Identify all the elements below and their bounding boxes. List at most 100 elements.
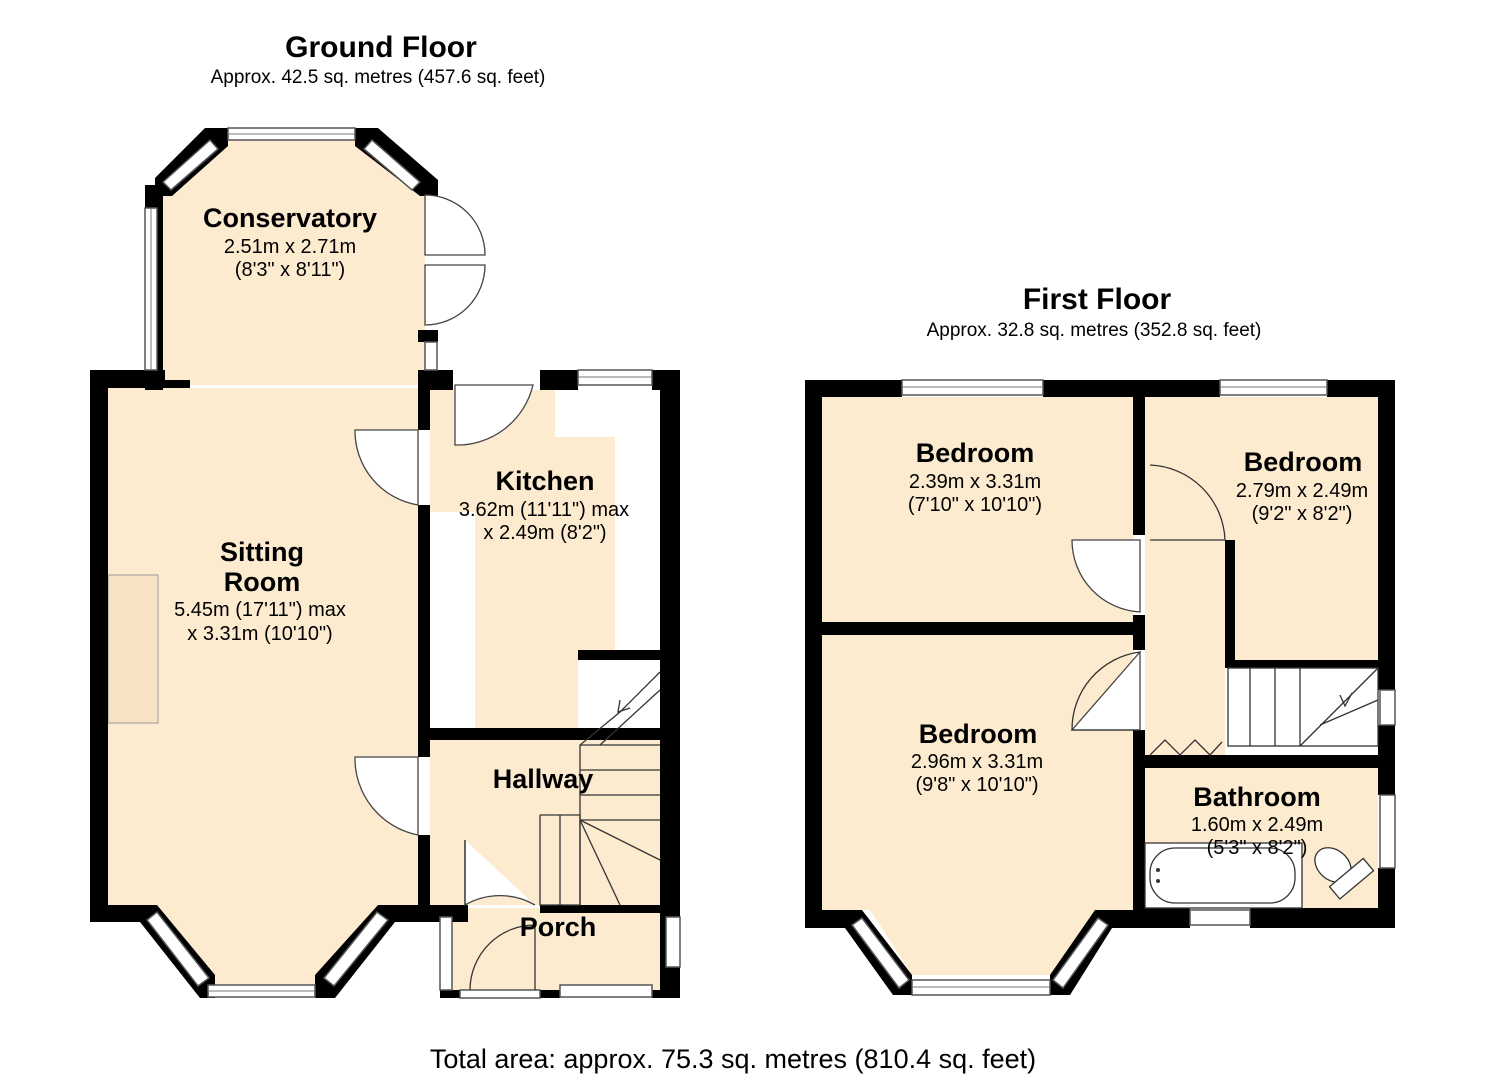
ground-floor-stairs — [539, 671, 661, 906]
bathroom-side-window — [1379, 794, 1396, 869]
first-floor-title: First Floor — [1023, 283, 1172, 316]
bedroom-1-door — [1071, 539, 1141, 613]
bedroom-2-floor — [1145, 397, 1378, 660]
sitting-room-dim-line1: 5.45m (17'11") max — [174, 599, 346, 621]
kitchen-back-door — [454, 384, 534, 446]
conservatory-dim-metric: 2.51m x 2.71m — [224, 236, 356, 258]
bathroom-dim-imperial: (5'3" x 8'2") — [1207, 837, 1308, 859]
first-floor-plan — [805, 379, 1396, 996]
conservatory-floor — [163, 138, 425, 385]
bedroom-3-dim-imperial: (9'8" x 10'10") — [915, 774, 1038, 796]
ground-floor-plan — [90, 127, 681, 999]
first-floor-stairs — [1227, 667, 1379, 747]
sitting-room-dim-line2: x 3.31m (10'10") — [187, 623, 332, 645]
ground-floor-area: Approx. 42.5 sq. metres (457.6 sq. feet) — [211, 67, 546, 88]
bedroom-3-door — [1071, 651, 1141, 731]
sitting-hall-door — [354, 756, 419, 836]
total-area: Total area: approx. 75.3 sq. metres (810… — [430, 1044, 1036, 1074]
kitchen-dim-line2: x 2.49m (8'2") — [483, 522, 606, 544]
wall-stub — [165, 380, 190, 388]
porch-right-window — [665, 916, 681, 968]
porch-front-window — [559, 984, 653, 998]
ff-partition-c — [1133, 730, 1145, 928]
chimney-breast — [107, 574, 159, 724]
first-floor-area: Approx. 32.8 sq. metres (352.8 sq. feet) — [927, 320, 1262, 341]
bedroom-1-dim-metric: 2.39m x 3.31m — [909, 471, 1041, 493]
porch-right-bottom — [652, 990, 680, 998]
kitchen-top-wall-mid — [540, 370, 578, 390]
partition-a — [418, 385, 430, 430]
ff-bathroom-top-wall — [1145, 755, 1380, 768]
kitchen-floor — [430, 390, 615, 728]
conservatory-small-window — [424, 341, 438, 371]
hallway-label: Hallway — [493, 764, 594, 794]
bedroom-1-floor — [822, 397, 1133, 622]
conservatory-label: Conservatory — [203, 203, 377, 233]
bedroom-3-label: Bedroom — [919, 719, 1038, 749]
conservatory-left-angled-window — [161, 138, 220, 192]
sitting-room-label-line1: Sitting — [220, 537, 304, 567]
porch-label: Porch — [520, 912, 597, 942]
bathroom-label: Bathroom — [1193, 782, 1321, 812]
kitchen-label: Kitchen — [495, 466, 594, 496]
kitchen-right-wall — [660, 370, 680, 998]
kitchen-recess — [430, 512, 475, 728]
ff-bottom-wall-a — [1133, 908, 1190, 928]
bath-inner — [1149, 847, 1296, 904]
bedroom-1-dim-imperial: (7'10" x 10'10") — [908, 494, 1042, 516]
ff-mid-wall — [822, 622, 1140, 635]
porch-mid-bottom — [540, 990, 560, 998]
sitting-bay-left-window — [145, 910, 211, 988]
porch-left-bottom — [440, 990, 460, 998]
sitting-room-label-line2: Room — [224, 567, 301, 597]
ground-floor-title: Ground Floor — [285, 31, 477, 64]
french-door-upper — [424, 194, 486, 256]
sitting-room-left-wall — [90, 370, 108, 922]
ff-bed2-bottom-wall — [1225, 660, 1380, 668]
porch-left-top — [440, 905, 460, 917]
partition-c — [418, 835, 430, 910]
ff-left-wall — [805, 380, 822, 928]
sitting-room-floor — [108, 388, 418, 988]
bathroom-front-window — [1189, 909, 1251, 926]
french-door-lower — [424, 264, 486, 326]
partition-b — [418, 505, 430, 757]
ff-bottom-wall-b — [1250, 908, 1395, 928]
ff-right-wall-a — [1378, 380, 1395, 690]
bedroom-3-dim-metric: 2.96m x 3.31m — [911, 751, 1043, 773]
bedroom-2-label: Bedroom — [1244, 447, 1363, 477]
toilet — [1314, 847, 1375, 900]
ff-right-wall-b — [1378, 725, 1395, 795]
bedroom-1-label: Bedroom — [916, 438, 1035, 468]
bathroom-dim-metric: 1.60m x 2.49m — [1191, 814, 1323, 836]
kitchen-cupboard — [556, 392, 660, 437]
sitting-bay-right-window — [322, 910, 390, 988]
bedroom-3-bay-left-window — [850, 916, 911, 990]
kitchen-bottom-wall — [430, 728, 660, 740]
bedroom-3-bay-right-window — [1051, 916, 1110, 990]
ff-bed2-left-wall — [1225, 540, 1235, 665]
porch-top-wall — [540, 905, 660, 913]
ff-top-wall-b — [1043, 380, 1220, 397]
kitchen-worktop-wall — [578, 650, 660, 660]
ff-top-wall-a — [805, 380, 902, 397]
front-door — [469, 924, 536, 991]
landing-floor — [1145, 465, 1225, 755]
porch-floor — [452, 908, 660, 993]
ff-partition-a — [1133, 397, 1145, 535]
conservatory-dim-imperial: (8'3" x 8'11") — [235, 259, 345, 281]
porch-left-window — [439, 916, 453, 991]
porch-inner-door — [464, 840, 536, 907]
cupboard-bifold — [1149, 739, 1223, 756]
bedroom-2-dim-imperial: (9'2" x 8'2") — [1252, 503, 1353, 525]
conservatory-right-angled-window — [362, 138, 422, 192]
landing-window — [1379, 689, 1396, 726]
sitting-kitchen-door — [354, 429, 419, 506]
bedroom-2-door — [1149, 464, 1226, 541]
kitchen-unit — [615, 437, 660, 650]
bedroom-3-floor — [822, 635, 1133, 975]
conservatory-right-wall — [418, 330, 438, 342]
kitchen-dim-line1: 3.62m (11'11") max — [459, 499, 629, 521]
